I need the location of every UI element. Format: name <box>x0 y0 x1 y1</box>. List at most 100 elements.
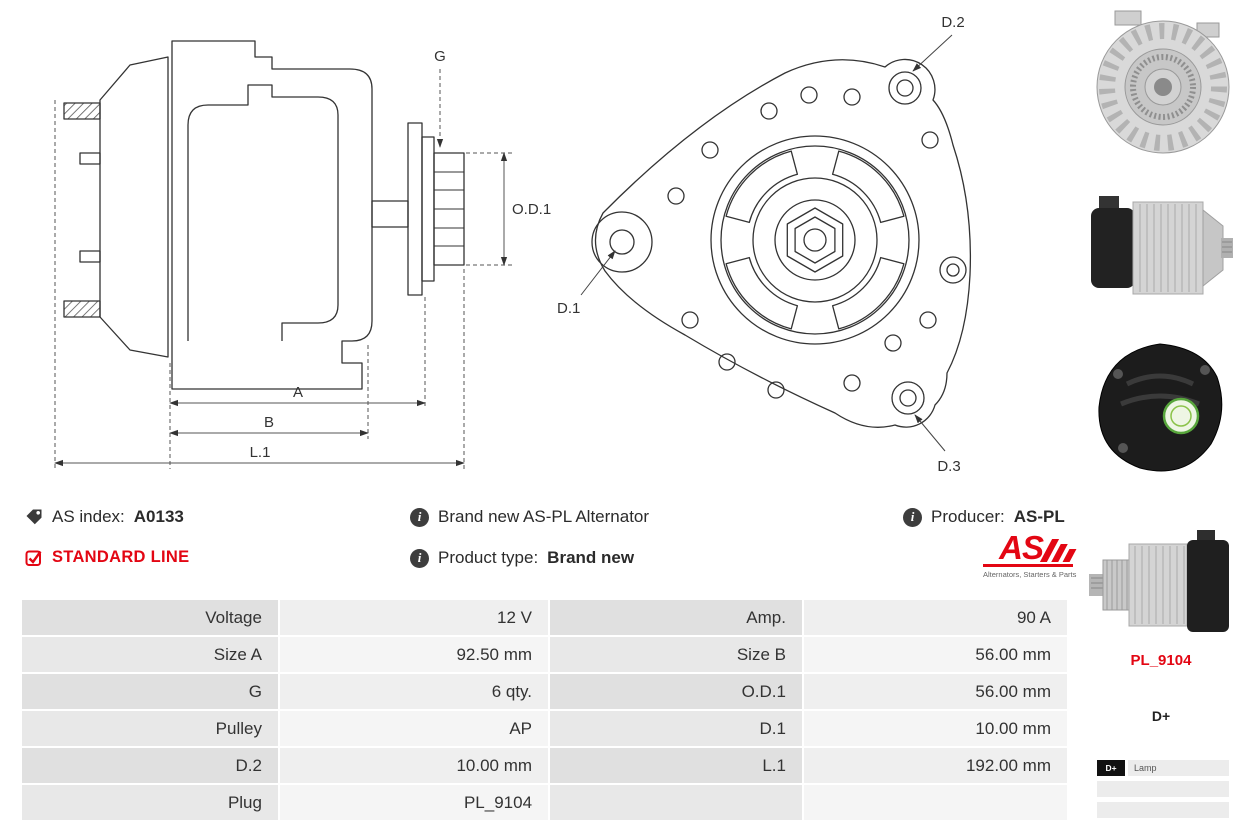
dimension-lines <box>54 69 512 469</box>
spec-value: 10.00 mm <box>803 711 1067 746</box>
info-icon: i <box>410 507 429 527</box>
spec-value: 56.00 mm <box>803 637 1067 672</box>
spec-value: 92.50 mm <box>279 637 549 672</box>
inner-contour <box>187 84 339 341</box>
dim-label-g: G <box>434 48 446 65</box>
dim-label-b: B <box>264 414 274 431</box>
table-row: G 6 qty. O.D.1 56.00 mm <box>22 674 1067 709</box>
alternator-front-outline <box>591 58 972 428</box>
spec-label: Pulley <box>22 711 278 746</box>
tag-icon <box>26 509 42 525</box>
vent-slot <box>831 150 905 224</box>
terminal-stud <box>63 300 101 318</box>
logo-stripe <box>1062 549 1077 563</box>
mount-ear-bottom <box>891 381 925 415</box>
alternator-side-outline <box>63 40 465 390</box>
product-type-label: Product type: <box>438 548 539 567</box>
table-row: Pulley AP D.1 10.00 mm <box>22 711 1067 746</box>
spec-value: 90 A <box>803 600 1067 635</box>
pulley-disc <box>407 122 423 296</box>
producer-row: i Producer: AS-PL <box>903 507 1065 527</box>
spec-label: Plug <box>22 785 278 820</box>
table-row: Size A 92.50 mm Size B 56.00 mm <box>22 637 1067 672</box>
dim-label-od1: O.D.1 <box>512 201 551 218</box>
table-row: Voltage 12 V Amp. 90 A <box>22 600 1067 635</box>
main-body <box>171 40 373 390</box>
terminal-label: D+ <box>1151 708 1171 724</box>
as-index-row: AS index: A0133 <box>25 507 184 527</box>
spec-label: Amp. <box>550 600 802 635</box>
product-photo-4 <box>1085 518 1237 653</box>
groove-lines <box>434 171 464 247</box>
stud-nub <box>79 250 101 263</box>
spec-label: Size A <box>22 637 278 672</box>
vent-slot <box>725 256 799 330</box>
spec-label: O.D.1 <box>550 674 802 709</box>
spec-value: 10.00 mm <box>279 748 549 783</box>
pulley-disc <box>421 136 435 282</box>
spec-label: D.2 <box>22 748 278 783</box>
standard-line-label: STANDARD LINE <box>52 548 190 566</box>
as-index-value: A0133 <box>133 507 184 526</box>
pin-description: Lamp <box>1128 760 1229 776</box>
spec-label: L.1 <box>550 748 802 783</box>
spec-label: Size B <box>550 637 802 672</box>
vent-slot <box>831 256 905 330</box>
spec-label: D.1 <box>550 711 802 746</box>
pin-terminal: D+ <box>1097 760 1125 776</box>
dim-label-l1: L.1 <box>250 444 271 461</box>
spec-label: Voltage <box>22 600 278 635</box>
producer-label: Producer: <box>931 507 1005 526</box>
stud-nub <box>79 152 101 165</box>
pinout-bar <box>1097 802 1229 818</box>
logo-rule <box>983 564 1073 568</box>
spec-value: 192.00 mm <box>803 748 1067 783</box>
logo-tagline: Alternators, Starters & Parts <box>983 570 1077 580</box>
front-view-drawing: D.2 D.1 D.3 <box>557 14 972 475</box>
dim-label-a: A <box>293 384 303 401</box>
spec-value: AP <box>279 711 549 746</box>
spec-value: 12 V <box>279 600 549 635</box>
table-row: Plug PL_9104 <box>22 785 1067 820</box>
side-view-drawing: G O.D.1 A B L.1 <box>54 40 551 469</box>
spec-value <box>803 785 1067 820</box>
plug-code: PL_9104 <box>1130 652 1192 669</box>
rear-cover <box>99 56 169 358</box>
product-photo-2 <box>1085 170 1237 330</box>
vent-slot <box>725 150 799 224</box>
product-type-value: Brand new <box>547 548 635 567</box>
stator-ring <box>710 135 920 345</box>
spec-label: G <box>22 674 278 709</box>
callout-lines <box>580 34 953 452</box>
dim-label-d1: D.1 <box>557 300 580 317</box>
brand-new-row: i Brand new AS-PL Alternator <box>410 507 649 527</box>
standard-line-row: STANDARD LINE <box>25 548 189 567</box>
info-icon: i <box>903 507 922 527</box>
product-photo-1 <box>1085 5 1237 170</box>
as-index-label: AS index: <box>52 507 125 526</box>
bolt-holes <box>667 86 939 399</box>
terminal-stud <box>63 102 101 120</box>
spec-value: 56.00 mm <box>803 674 1067 709</box>
dim-label-d2: D.2 <box>941 14 964 31</box>
terminal-pinout: D+ Lamp <box>1097 760 1229 823</box>
shaft <box>371 200 409 228</box>
info-icon: i <box>410 548 429 568</box>
pinout-bar <box>1097 781 1229 797</box>
shaft-nut <box>786 207 844 273</box>
product-photo-3 <box>1085 332 1237 492</box>
spec-value: PL_9104 <box>279 785 549 820</box>
mount-boss-right <box>939 256 967 284</box>
checkbox-icon <box>25 550 42 566</box>
spec-value: 6 qty. <box>279 674 549 709</box>
housing <box>594 58 972 428</box>
logo-text: AS <box>999 529 1044 566</box>
mount-ear-top <box>888 71 922 105</box>
brand-new-text: Brand new AS-PL Alternator <box>438 507 650 526</box>
as-pl-logo: AS Alternators, Starters & Parts <box>983 529 1077 580</box>
dim-label-d3: D.3 <box>937 458 960 475</box>
product-type-row: i Product type: Brand new <box>410 548 634 568</box>
table-row: D.2 10.00 mm L.1 192.00 mm <box>22 748 1067 783</box>
spec-label <box>550 785 802 820</box>
